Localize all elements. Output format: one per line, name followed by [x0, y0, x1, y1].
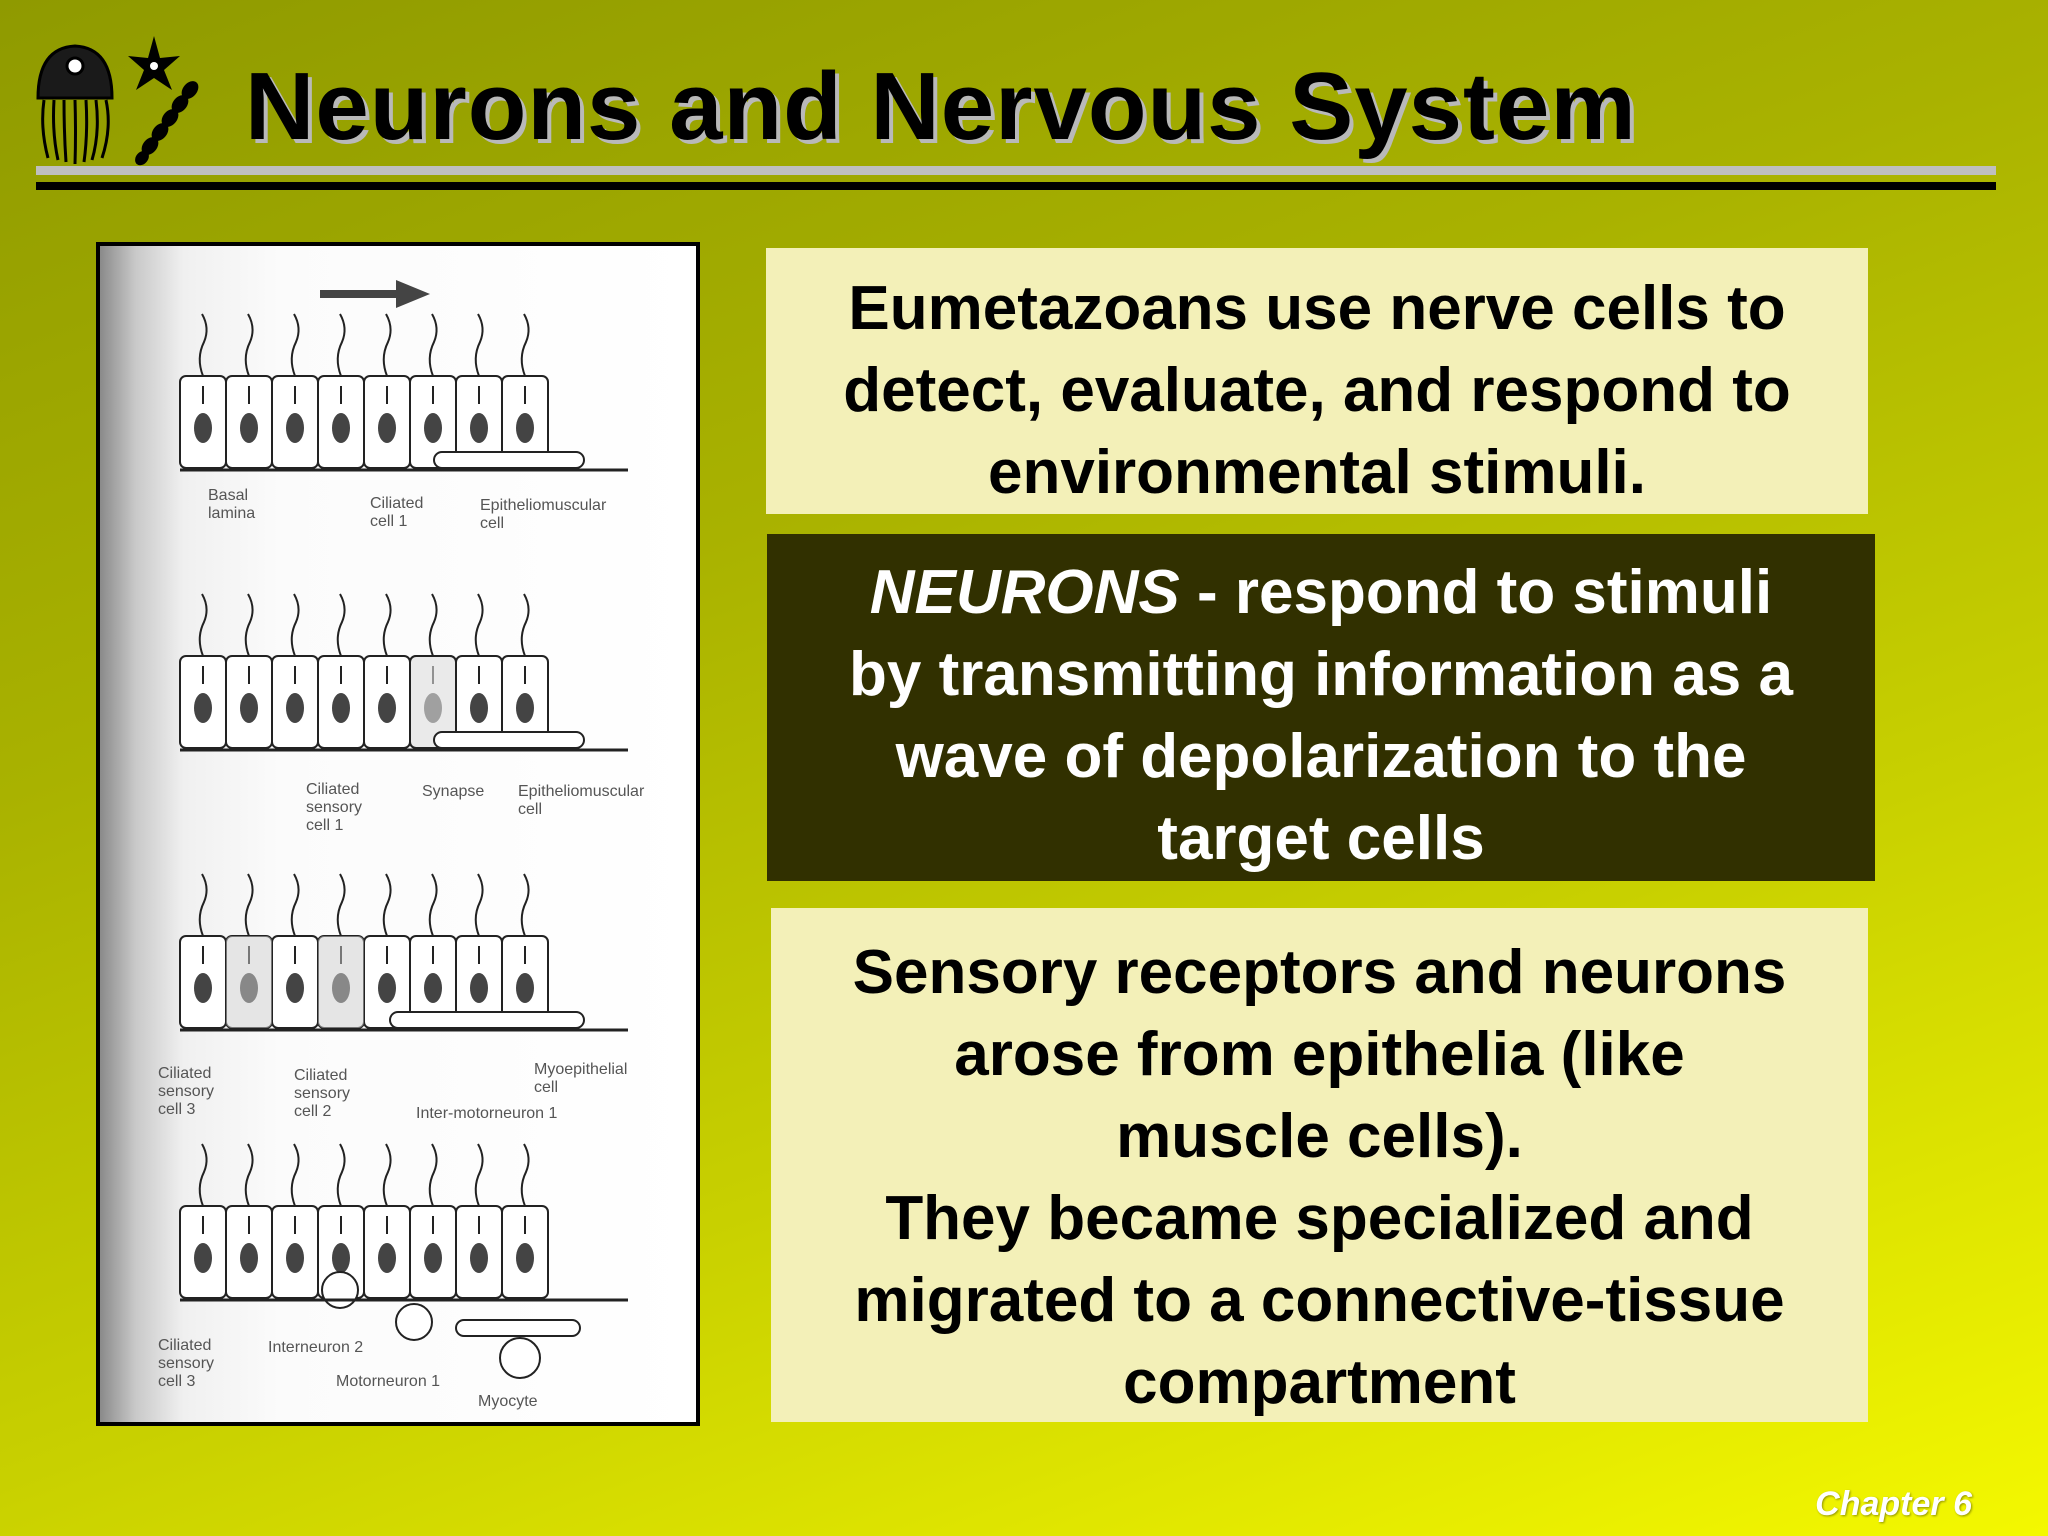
box1-line-2: detect, evaluate, and respond to: [843, 356, 1791, 425]
label-ciliated-a: Ciliated: [158, 1065, 211, 1082]
cnidarian-logo: [30, 28, 230, 168]
wave-direction-arrow-icon: [320, 280, 430, 308]
box2-line-1: NEURONS - respond to stimuli: [767, 552, 1875, 634]
label-sensory: sensory: [306, 799, 362, 816]
box1-line-3: environmental stimuli.: [987, 438, 1647, 507]
worm-icon: [135, 81, 199, 166]
box3-line-6: compartment: [1123, 1348, 1516, 1417]
figure-panel-1: Basal lamina Ciliated cell 1 Epitheliomu…: [179, 313, 628, 532]
label-cell1: cell 1: [306, 817, 343, 834]
box3-line-5: migrated to a connective-tissue: [854, 1266, 1785, 1335]
box2-line-1-rest: - respond to stimuli: [1179, 558, 1773, 627]
label-myocyte: Myocyte: [478, 1393, 538, 1410]
label-epitheliomuscular: Epitheliomuscular: [480, 497, 607, 514]
box3-line-4: They became specialized and: [885, 1184, 1754, 1253]
label-sensory-b: sensory: [294, 1085, 350, 1102]
jellyfish-icon: [36, 44, 114, 165]
label-interneuron: Interneuron 2: [268, 1339, 363, 1356]
label-cell: cell: [480, 515, 504, 532]
label-ciliated-b: Ciliated: [294, 1067, 347, 1084]
title-rule-grey: [36, 166, 1996, 175]
label-ciliated: Ciliated: [158, 1337, 211, 1354]
box3-line-3: muscle cells).: [1116, 1102, 1523, 1171]
box1-line-1: Eumetazoans use nerve cells to: [848, 274, 1786, 343]
neurons-definition-box: NEURONS - respond to stimuli by transmit…: [767, 534, 1875, 881]
label-synapse: Synapse: [422, 783, 484, 800]
box2-line-3: wave of depolarization to the: [895, 722, 1747, 791]
label-cell3: cell 3: [158, 1373, 195, 1390]
box3-line-2: arose from epithelia (like: [954, 1020, 1685, 1089]
figure-panel-2: Ciliated sensory cell 1 Synapse Epitheli…: [179, 593, 645, 834]
label-sensory-a: sensory: [158, 1083, 214, 1100]
label-cell3: cell 3: [158, 1101, 195, 1118]
label-lamina: lamina: [208, 505, 255, 522]
box3-line-1: Sensory receptors and neurons: [852, 938, 1787, 1007]
label-ciliated: Ciliated: [370, 495, 423, 512]
label-cell2: cell 2: [294, 1103, 331, 1120]
label-basal: Basal: [208, 487, 248, 504]
box2-line-2: by transmitting information as a: [849, 640, 1793, 709]
chapter-footer: Chapter 6: [1815, 1485, 1972, 1523]
sensory-origin-box: Sensory receptors and neurons arose from…: [771, 908, 1868, 1422]
label-inter-motorneuron: Inter-motorneuron 1: [416, 1105, 558, 1122]
label-myoepithelial: Myoepithelial: [534, 1061, 627, 1078]
label-cell1: cell 1: [370, 513, 407, 530]
label-motorneuron: Motorneuron 1: [336, 1373, 440, 1390]
nerve-evolution-figure: Basal lamina Ciliated cell 1 Epitheliomu…: [96, 242, 700, 1426]
title-rule-black: [36, 182, 1996, 190]
slide-title: Neurons and Nervous System: [245, 53, 1637, 160]
label-epitheliomuscular: Epitheliomuscular: [518, 783, 645, 800]
figure-panel-3: Ciliated sensory cell 3 Ciliated sensory…: [158, 873, 628, 1122]
label-cell: cell: [534, 1079, 558, 1096]
figure-panel-4: Ciliated sensory cell 3 Interneuron 2 Mo…: [158, 1143, 628, 1410]
eumetazoans-text-box: Eumetazoans use nerve cells to detect, e…: [766, 248, 1868, 514]
label-sensory: sensory: [158, 1355, 214, 1372]
neurons-term: NEURONS: [869, 558, 1180, 627]
box2-line-4: target cells: [1157, 804, 1485, 873]
brittle-star-icon: [128, 36, 180, 90]
label-ciliated: Ciliated: [306, 781, 359, 798]
label-cell: cell: [518, 801, 542, 818]
